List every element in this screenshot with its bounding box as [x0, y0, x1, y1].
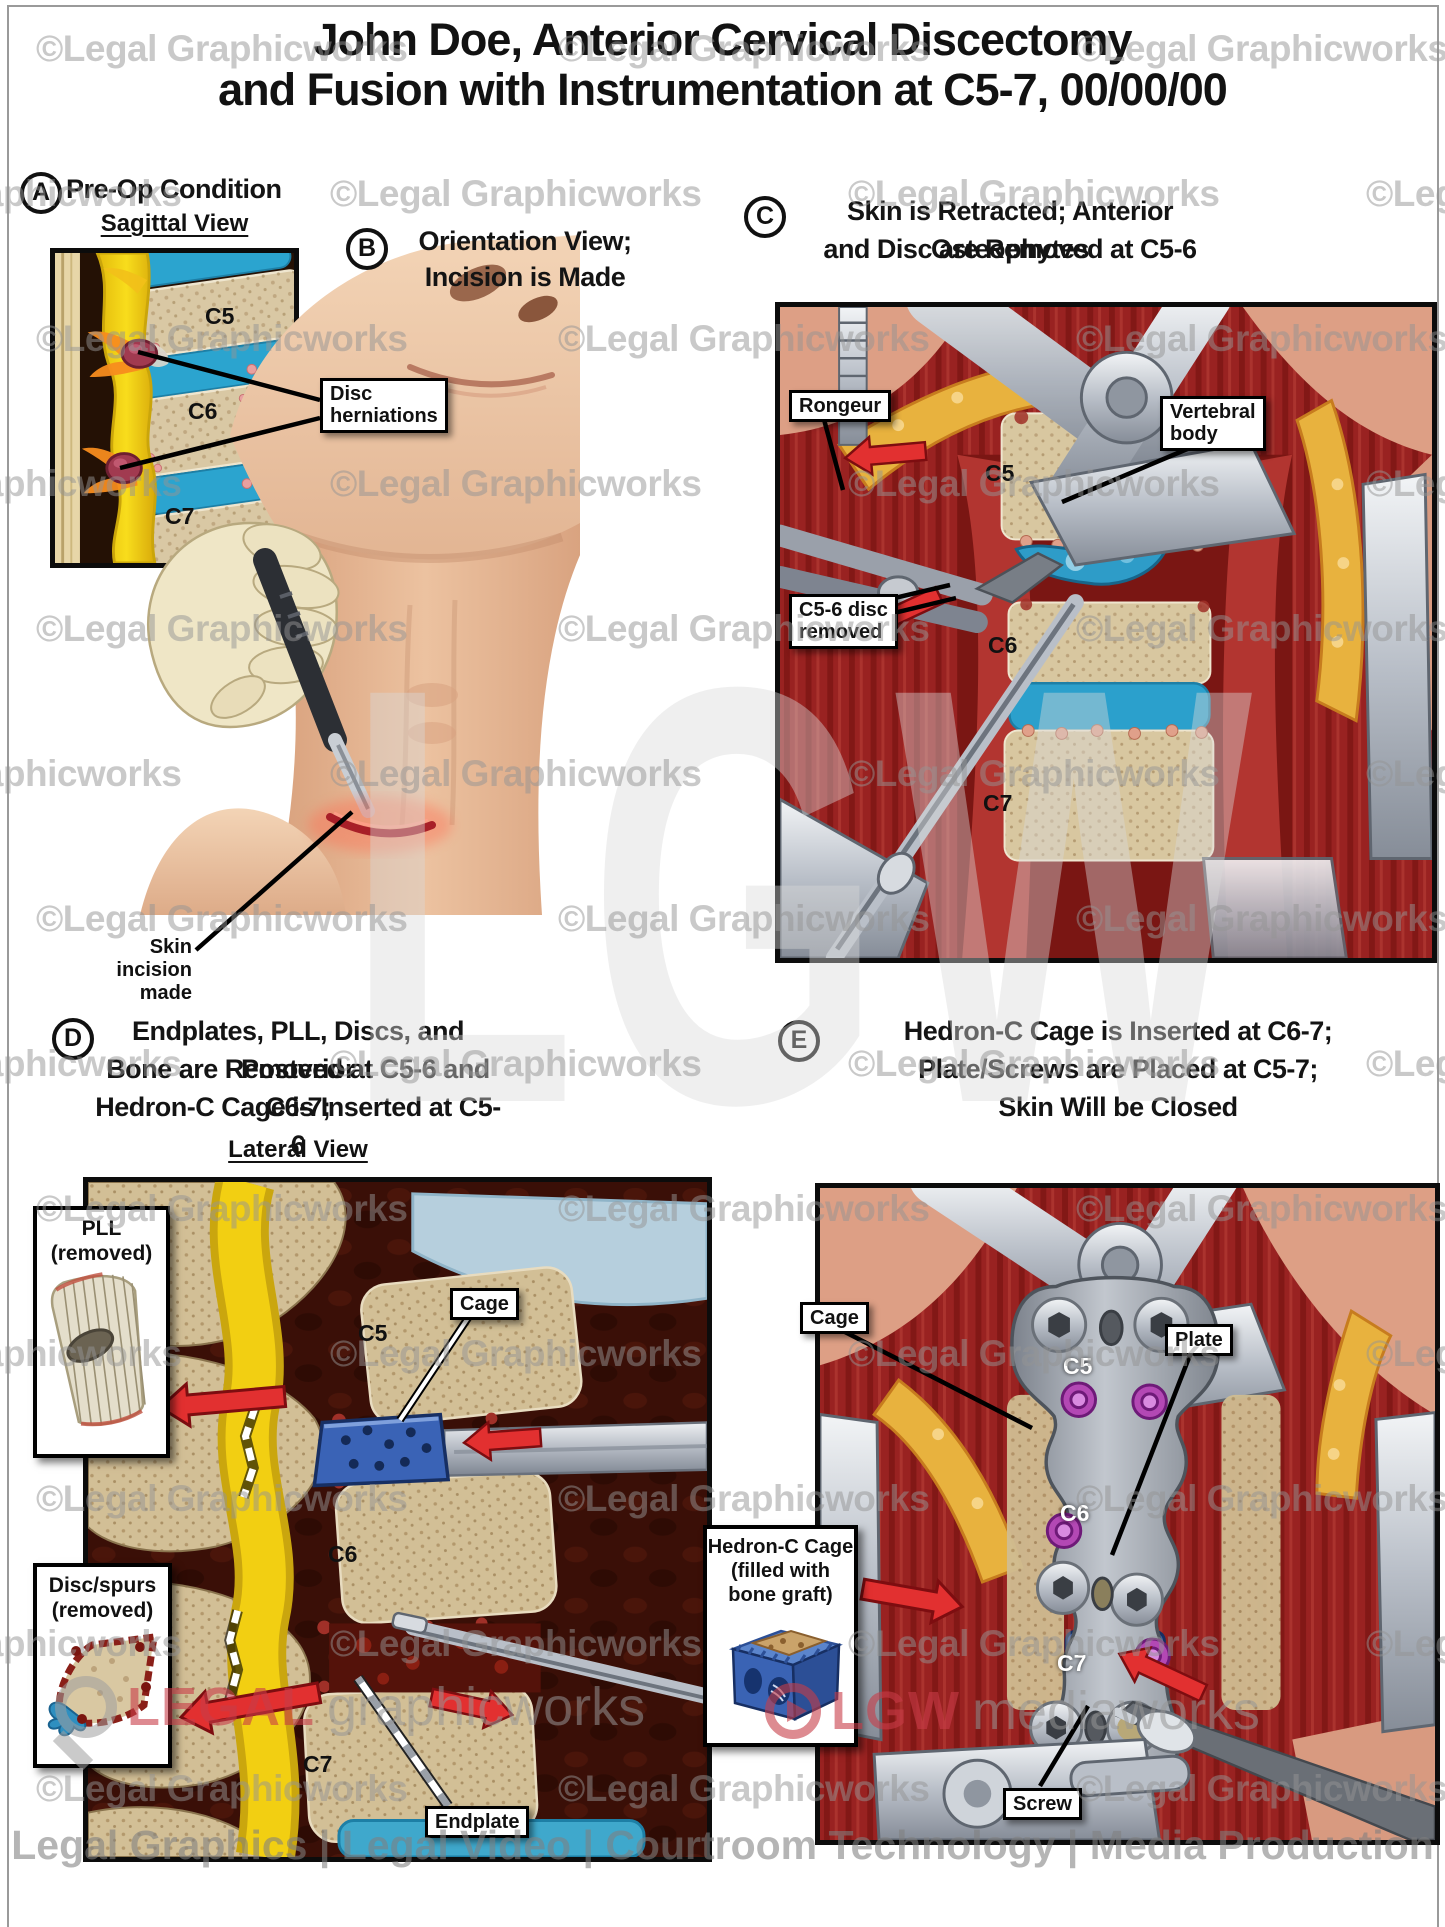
anterior-ligament: [55, 253, 80, 563]
label-d-c5: C5: [358, 1320, 388, 1346]
callout-c56-disc-removed-l2: removed: [799, 621, 883, 644]
plate-construct-art: [820, 1188, 1435, 1840]
inset-pll-removed: PLL (removed): [33, 1206, 170, 1458]
callout-vertebral-body-l1: Vertebral: [1170, 401, 1256, 423]
fat-tissue: [872, 1377, 1024, 1584]
panel-b-letter-badge: B: [346, 228, 388, 270]
label-d-c6: C6: [328, 1541, 358, 1567]
panel-e-title-line1: Hedron-C Cage is Inserted at C6-7;: [903, 1016, 1333, 1046]
callout-vertebral-body: Vertebral body: [1160, 396, 1266, 451]
screwdriver: [1112, 1700, 1435, 1840]
panel-a-title: Pre-Op Condition: [66, 174, 282, 204]
panel-c-letter-badge: C: [744, 196, 786, 238]
anterior-exposure-art: [780, 307, 1432, 958]
skin-edge: [1242, 307, 1432, 455]
callout-d-cage: Cage: [450, 1288, 519, 1321]
panel-a-letter-badge: A: [20, 172, 62, 214]
panel-e-letter-badge: E: [778, 1020, 820, 1062]
callout-c56-disc-removed-l1: C5-6 disc: [799, 599, 888, 621]
label-a-c7: C7: [165, 503, 195, 529]
label-c-c5: C5: [985, 460, 1015, 486]
inset-disc-spurs-l1: Disc/spurs: [48, 1574, 157, 1597]
inset-hedron-l3: bone graft): [728, 1584, 833, 1606]
panel-d-title-line3: Hedron-C Cage is Inserted at C5-6: [95, 1092, 501, 1160]
skin-edge: [820, 1188, 1017, 1366]
callout-screw: Screw: [1003, 1788, 1082, 1821]
panel-c-title-line2: and Disc are Removed at C5-6: [823, 234, 1197, 264]
panel-d-title-line1: Endplates, PLL, Discs, and Posterior: [131, 1016, 465, 1084]
panel-d-figure-lateral-spine: [83, 1177, 712, 1862]
callout-e-cage: Cage: [800, 1302, 869, 1335]
throat-contours: [399, 599, 458, 826]
mouth: [407, 364, 555, 388]
callout-c56-disc-removed: C5-6 disc removed: [789, 594, 898, 649]
dashed-removal-outline-c5-6: [238, 1404, 261, 1500]
disc-spurs-fragment-art: [47, 1633, 158, 1737]
callout-disc-herniations: Disc herniations: [320, 378, 448, 433]
hedron-cage-art: [728, 1629, 843, 1721]
retractor-top: [838, 307, 1297, 567]
panel-e-title-line2: Plate/Screws are Placed at C5-7;: [918, 1054, 1318, 1084]
callout-endplate: Endplate: [425, 1806, 530, 1839]
skin-edge: [1243, 1188, 1435, 1415]
copyright-watermark: ©Legal Graphicworks: [1366, 173, 1445, 214]
inset-pll-l2: (removed): [50, 1242, 153, 1266]
panel-d-subtitle: Lateral View: [228, 1136, 368, 1163]
callout-rongeur: Rongeur: [789, 390, 892, 423]
inset-disc-spurs-l2: (removed): [51, 1599, 154, 1623]
right-retractor-blade: [1374, 1411, 1435, 1734]
exhibit-title-line1: John Doe, Anterior Cervical Discectomy: [313, 14, 1132, 65]
label-skin-incision-l2: made: [139, 982, 192, 1004]
retractor-left-lower: [780, 797, 1348, 958]
panel-e-figure-plate-construct: [815, 1183, 1440, 1845]
label-c-c7: C7: [983, 790, 1013, 816]
pll-ligament-art: [50, 1272, 146, 1427]
red-arrow-cage-insertion: [461, 1419, 543, 1463]
label-e-c7: C7: [1057, 1650, 1087, 1676]
exhibit-title-line2: and Fusion with Instrumentation at C5-7,…: [218, 64, 1228, 115]
label-skin-incision-l1: Skin incision: [116, 936, 192, 981]
label-c-c6: C6: [988, 632, 1018, 658]
inset-disc-spurs-removed: Disc/spurs (removed): [33, 1563, 172, 1768]
label-d-c7: C7: [303, 1751, 333, 1777]
label-a-c5: C5: [205, 303, 235, 329]
red-arrow-rongeur: [843, 434, 928, 477]
label-a-c6: C6: [188, 398, 218, 424]
label-e-c5: C5: [1063, 1353, 1093, 1379]
label-e-c6: C6: [1060, 1500, 1090, 1526]
inset-hedron-l1: Hedron-C Cage: [707, 1536, 854, 1558]
panel-e-title-line3: Skin Will be Closed: [998, 1092, 1238, 1122]
neck-incision-art: [140, 235, 580, 915]
suction-tool: [825, 594, 1084, 958]
callout-vertebral-body-l2: body: [1170, 423, 1218, 446]
callout-disc-herniations-l2: herniations: [330, 405, 438, 428]
label-skin-incision-made: Skin incision made: [82, 936, 192, 1005]
inset-hedron-l2: (filled with: [731, 1560, 830, 1582]
panel-b-title-line1: Orientation View;: [418, 226, 632, 256]
inset-hedron-cage: Hedron-C Cage (filled with bone graft): [703, 1525, 858, 1747]
panel-c-figure-anterior-exposure: [775, 302, 1437, 963]
panel-b-title-line2: Incision is Made: [424, 262, 626, 292]
callout-plate: Plate: [1165, 1324, 1233, 1357]
nostril: [449, 264, 507, 302]
panel-d-letter-badge: D: [52, 1018, 94, 1060]
hedron-cage-c5-6: [312, 1412, 451, 1488]
callout-disc-herniations-l1: Disc: [330, 383, 373, 405]
red-arrow-screw: [1117, 1646, 1209, 1703]
fat-tissue: [1295, 398, 1365, 723]
panel-c-title-line1: Skin is Retracted; Anterior Osteophytes: [846, 196, 1174, 264]
retractor-right-blade: [1361, 472, 1432, 861]
panel-a-subtitle: Sagittal View: [100, 210, 249, 237]
nostril: [518, 295, 558, 323]
lateral-spine-art: [88, 1182, 707, 1857]
panel-d-title-line2: Bone are Removed at C5-6 and C6-7;: [106, 1054, 490, 1122]
copyright-watermark: ©Legal Graphicworks: [330, 173, 702, 214]
inset-pll-l1: PLL: [81, 1217, 122, 1240]
panel-b-figure-neck-incision: [80, 225, 580, 915]
